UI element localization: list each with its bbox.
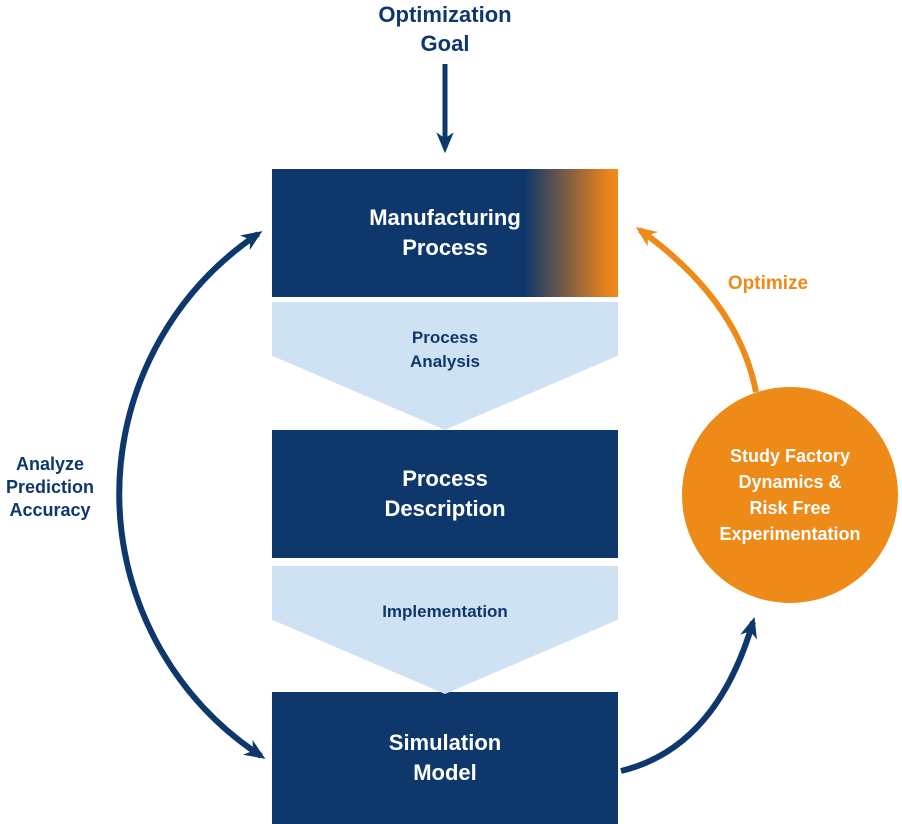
process-description-box: Process Description [272,430,618,558]
simulation-model-label: Simulation Model [388,730,502,785]
implementation-chevron: Implementation [272,566,618,694]
manufacturing-process-box: Manufacturing Process [272,169,618,297]
optimize-arrow [635,226,759,393]
process-analysis-chevron: Process Analysis [272,302,618,430]
analyze-prediction-accuracy-label: Analyze Prediction Accuracy [5,454,94,520]
analyze-accuracy-arrow [116,231,266,759]
manufacturing-process-label: Manufacturing Process [369,205,521,260]
process-description-label: Process Description [384,466,506,521]
optimization-goal-label: Optimization Goal [378,2,512,56]
simulation-model-box: Simulation Model [272,692,618,824]
optimize-label: Optimize [727,273,809,294]
simulation-to-study-arrow [620,616,757,774]
study-factory-label: Study Factory Dynamics & Risk Free Exper… [719,446,861,544]
study-factory-circle: Study Factory Dynamics & Risk Free Exper… [682,387,898,603]
